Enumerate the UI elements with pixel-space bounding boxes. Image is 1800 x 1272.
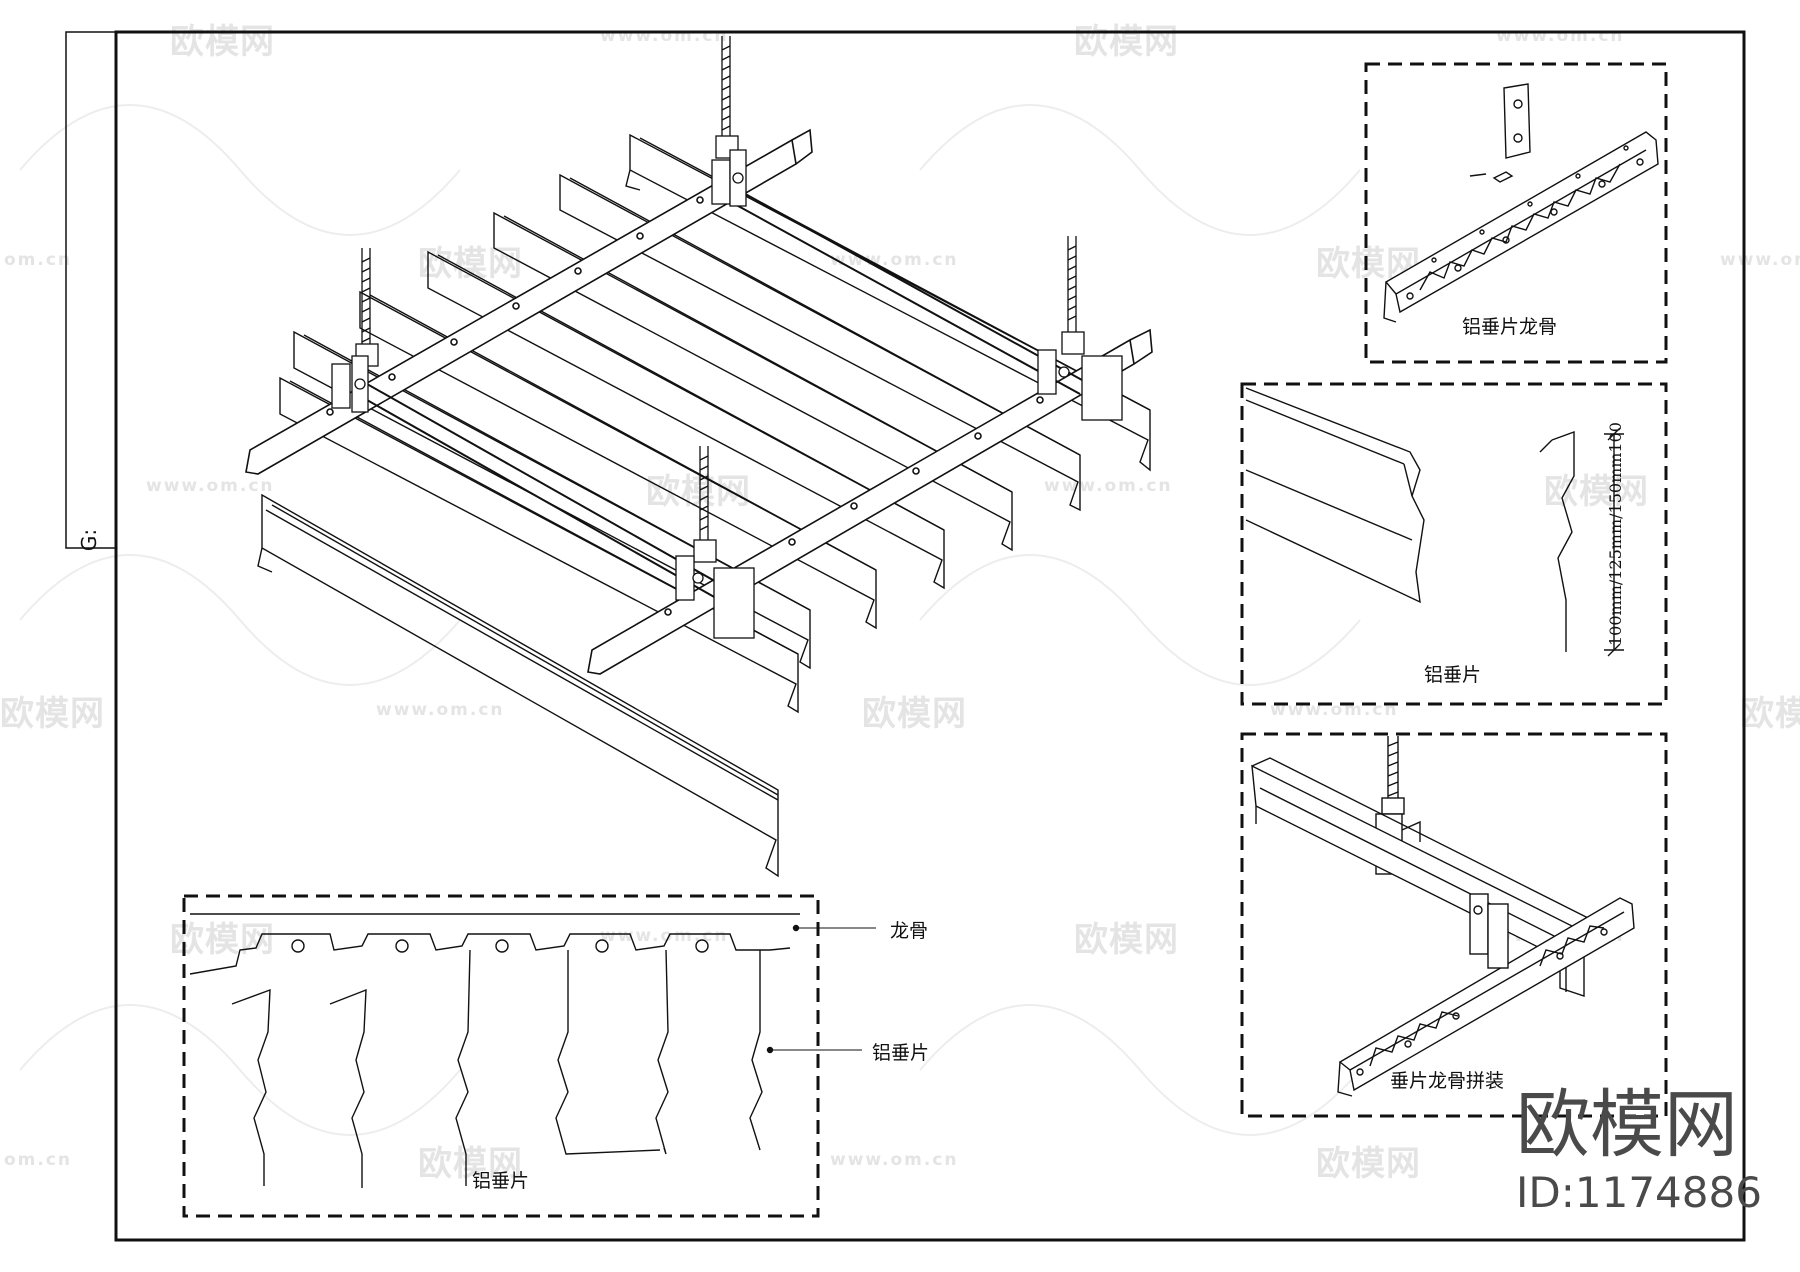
baffle-dimension-text: 100mm/125mm/150mm100 [1606, 422, 1625, 646]
watermark-arcs [19, 104, 1361, 1136]
callout-baffle: 铝垂片 [872, 1042, 930, 1064]
baffle-strips [257, 133, 1151, 878]
baffle-detail-label: 铝垂片 [1424, 664, 1482, 686]
detail-keel [1364, 62, 1668, 364]
main-isometric-view [245, 36, 1153, 878]
stamp-logo-text: 欧模网 [1516, 1082, 1738, 1168]
stamp-id-text: ID:1174886 [1516, 1168, 1762, 1217]
hanger-rod [1037, 236, 1123, 421]
hanger-rod [675, 446, 755, 639]
keel-detail-label: 铝垂片龙骨 [1462, 316, 1558, 338]
hanger-rods [331, 36, 1123, 639]
detail-section [182, 894, 876, 1218]
detail-baffle [1240, 382, 1668, 706]
detail-assembly [1240, 732, 1668, 1118]
assembly-detail-label: 垂片龙骨拼装 [1390, 1070, 1505, 1092]
detached-baffle-strip [257, 493, 779, 878]
section-bottom-label: 铝垂片 [472, 1170, 530, 1192]
title-block-code: G: [77, 528, 102, 552]
hanger-rod [331, 248, 379, 413]
hanger-rod [711, 36, 747, 207]
sheet-frame [65, 30, 1746, 1242]
callout-keel: 龙骨 [890, 920, 929, 942]
keel-carriers [245, 128, 1153, 675]
